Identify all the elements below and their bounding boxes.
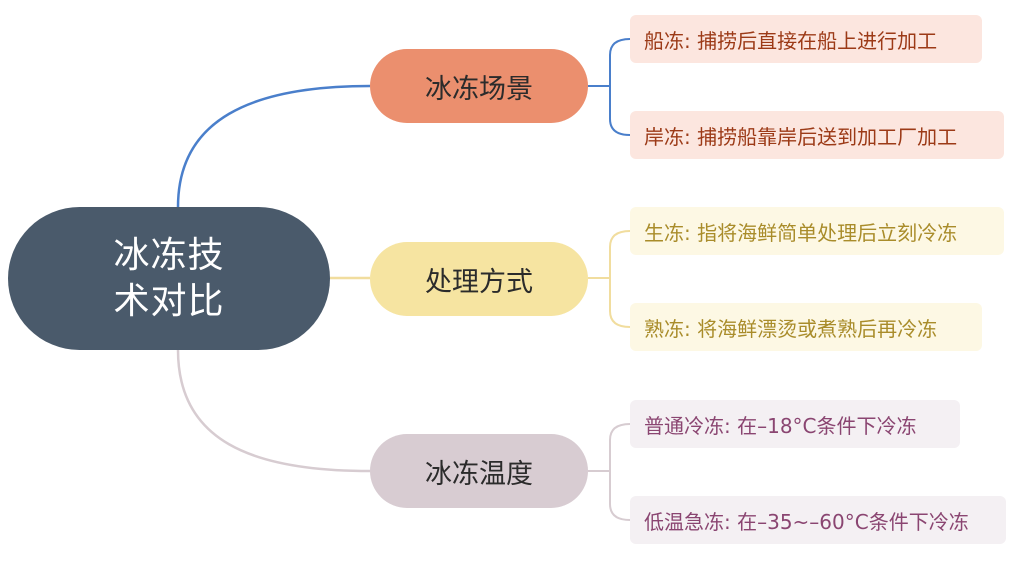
connector-temperature-to-leaves — [588, 423, 631, 521]
connector-root-to-temperature — [176, 349, 371, 473]
branch-node-method: 处理方式 — [370, 242, 588, 316]
leaf-quick-freezing: 低温急冻: 在–35~–60°C条件下冷冻 — [630, 496, 1006, 544]
connector-method-to-leaves — [588, 230, 631, 328]
root-title-line2: 术对比 — [113, 280, 225, 322]
leaf-shore-freezing: 岸冻: 捕捞船靠岸后送到加工厂加工 — [630, 111, 1004, 159]
connector-root-to-scene — [176, 84, 371, 208]
root-title-line1: 冰冻技 — [113, 234, 225, 276]
leaf-cooked-freezing: 熟冻: 将海鲜漂烫或煮熟后再冷冻 — [630, 303, 982, 351]
leaf-ship-freezing: 船冻: 捕捞后直接在船上进行加工 — [630, 15, 982, 63]
connector-scene-to-leaves — [588, 38, 631, 136]
branch-node-scene: 冰冻场景 — [370, 49, 588, 123]
root-node: 冰冻技 术对比 — [8, 207, 330, 350]
branch-node-temperature: 冰冻温度 — [370, 434, 588, 508]
leaf-normal-freezing: 普通冷冻: 在–18°C条件下冷冻 — [630, 400, 960, 448]
leaf-raw-freezing: 生冻: 指将海鲜简单处理后立刻冷冻 — [630, 207, 1004, 255]
